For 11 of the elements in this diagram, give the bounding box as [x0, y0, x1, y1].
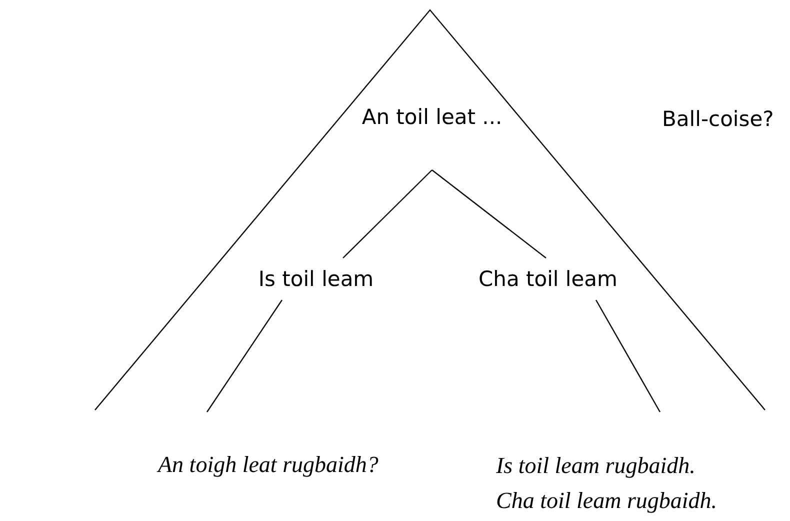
branch-line: [595, 300, 661, 412]
node-text: An toil leat ...: [362, 105, 502, 129]
node-text: Is toil leam rugbaidh.: [496, 452, 696, 480]
branch-line: [206, 300, 282, 412]
node-text: Is toil leam: [258, 267, 374, 291]
node-text: Cha toil leam rugbaidh.: [496, 487, 718, 515]
branch-line: [432, 170, 546, 258]
node-text: An toigh leat rugbaidh?: [158, 452, 378, 477]
node-text: Cha toil leam: [478, 267, 618, 291]
branch-line: [342, 170, 432, 258]
question-label: Ball-coise?: [662, 106, 774, 133]
